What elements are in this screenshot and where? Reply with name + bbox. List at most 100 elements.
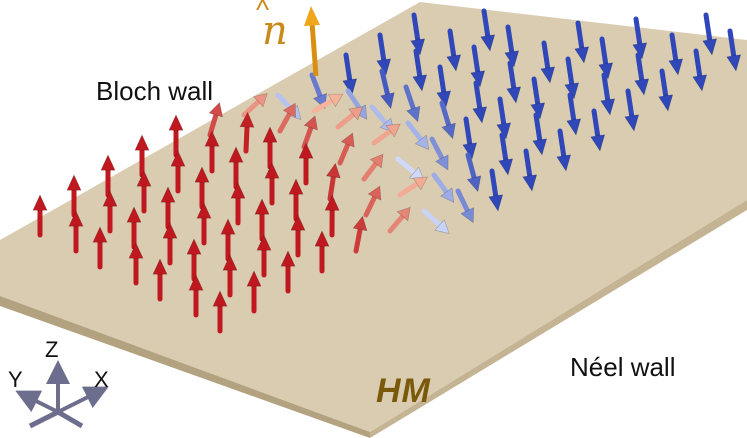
heavy-metal-slab-side-right [370, 200, 747, 438]
spin-arrow [540, 40, 556, 84]
spin-arrow [480, 8, 496, 52]
spin-arrow [170, 150, 186, 194]
spin-arrow [397, 176, 429, 198]
spin-arrow [410, 12, 426, 56]
axis-triad [15, 360, 109, 429]
spin-arrow [152, 258, 168, 302]
spin-arrow [254, 198, 270, 242]
spin-arrow [207, 102, 224, 138]
spin-arrow [188, 274, 204, 318]
spin-arrow [439, 100, 456, 140]
neel-wall-label: Néel wall [570, 352, 676, 382]
spin-arrow [102, 190, 118, 234]
spin-arrow [387, 206, 411, 234]
spin-arrow [126, 206, 142, 250]
spin-arrow [429, 136, 449, 171]
spin-arrow [566, 92, 582, 136]
spin-arrow [634, 52, 650, 96]
spin-arrow [290, 214, 306, 258]
spin-arrow [222, 254, 238, 298]
spin-arrow [298, 142, 314, 186]
spin-arrow [421, 208, 450, 235]
spin-arrow [556, 128, 572, 172]
spin-arrow [522, 148, 538, 192]
spin-arrow [405, 120, 430, 151]
normal-vector-arrow [304, 6, 320, 77]
spin-arrow [702, 12, 718, 56]
spin-arrow [371, 123, 401, 146]
spin-arrow [204, 130, 220, 174]
spin-arrow [220, 218, 236, 262]
spin-arrow [658, 68, 674, 112]
axis-z-label: Z [45, 337, 59, 362]
spin-arrow [337, 132, 355, 166]
spin-arrow [262, 126, 278, 170]
spin-arrow [280, 250, 296, 294]
spin-arrow [311, 93, 344, 114]
spin-arrow [574, 20, 590, 64]
spin-arrow [325, 162, 341, 202]
spin-arrow [496, 96, 512, 140]
spin-arrow [624, 88, 640, 132]
spin-arrow [134, 134, 150, 178]
spin-arrow [66, 174, 82, 218]
spin-arrow [431, 172, 455, 203]
spin-arrow [590, 108, 606, 152]
bloch-wall-label: Bloch wall [96, 76, 214, 106]
spin-arrow [288, 178, 304, 222]
spin-arrow [376, 32, 392, 76]
axis-x-label: X [94, 367, 109, 392]
spin-arrow [598, 36, 614, 80]
spin-arrow [363, 185, 382, 218]
spin-arrow [530, 76, 546, 120]
normal-vector-label: n [262, 8, 288, 54]
spin-arrow [465, 152, 482, 193]
spin-arrow [241, 93, 268, 118]
spin-arrow [301, 115, 318, 150]
spin-arrow [600, 72, 616, 116]
spin-arrow [136, 170, 152, 214]
spin-arrow [472, 80, 488, 124]
spin-arrow [246, 270, 262, 314]
spin-arrow [256, 234, 272, 278]
spin-arrow [462, 116, 478, 160]
spin-arrow [403, 84, 421, 123]
spin-arrow [230, 182, 246, 226]
spin-arrow [504, 24, 520, 68]
spin-arrow [379, 68, 395, 110]
axis-y-label: Y [8, 367, 23, 392]
normal-hat-symbol: ^ [256, 0, 270, 25]
spin-arrow [352, 215, 368, 254]
spin-arrow [239, 111, 255, 154]
spin-arrow [361, 153, 384, 182]
spin-arrow [506, 60, 522, 104]
spin-arrow [277, 102, 296, 134]
spin-arrow [726, 28, 742, 72]
spin-arrow [100, 154, 116, 198]
spin-arrow [314, 230, 330, 274]
spin-arrow [470, 44, 486, 88]
spin-arrow [186, 238, 202, 282]
spin-arrow [168, 114, 184, 158]
spin-arrow [324, 194, 340, 238]
spin-arrow [455, 188, 475, 224]
spin-arrow [32, 194, 48, 238]
heavy-metal-label: HM [376, 372, 431, 410]
spin-arrow [498, 132, 514, 176]
spin-arrow [564, 56, 580, 100]
spin-arrow [532, 112, 548, 156]
spin-arrow [92, 226, 108, 270]
spin-arrow [488, 168, 504, 212]
spin-arrow [412, 48, 428, 92]
spin-arrow [228, 146, 244, 190]
spin-arrow [68, 210, 84, 254]
spin-arrow [160, 186, 176, 230]
spin-arrow [632, 16, 648, 60]
spin-arrow [342, 52, 358, 96]
spin-arrow [335, 106, 364, 130]
spin-arrow [446, 28, 462, 72]
spin-arrow [436, 64, 452, 108]
spin-arrow [212, 290, 228, 334]
